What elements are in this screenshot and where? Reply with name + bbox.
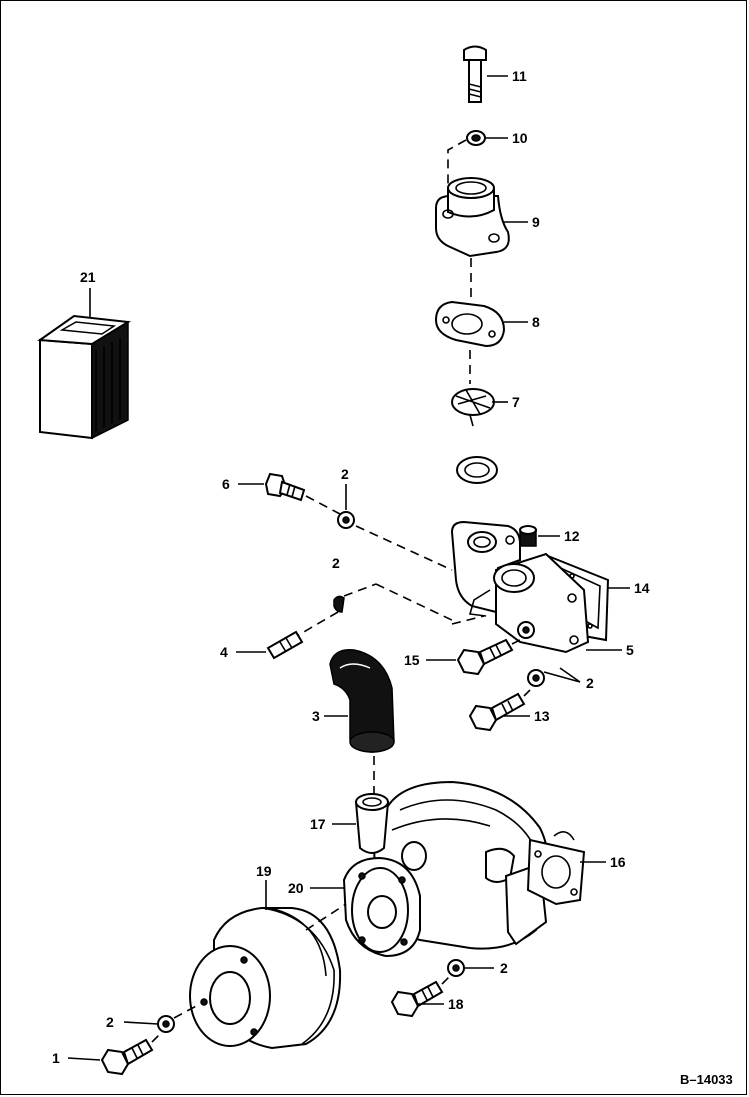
part-2-washer-pump xyxy=(447,959,465,977)
part-11-bolt xyxy=(463,45,487,103)
part-10-washer xyxy=(447,130,486,206)
callout-2-upper: 2 xyxy=(341,466,349,482)
part-16-gasket xyxy=(526,831,586,906)
leader-lines xyxy=(67,75,630,1061)
part-21-package xyxy=(37,314,132,440)
callout-2-middle: 2 xyxy=(332,555,340,571)
part-19-pulley xyxy=(189,903,347,1050)
callout-5: 5 xyxy=(626,642,634,658)
part-3-hose xyxy=(329,649,395,796)
callout-11: 11 xyxy=(512,68,527,84)
part-2-washer-upper xyxy=(337,511,453,571)
part-1-bolt xyxy=(100,1033,161,1076)
part-7-thermostat xyxy=(451,388,495,427)
seal-ring xyxy=(456,456,498,484)
callout-19: 19 xyxy=(256,863,272,879)
callout-6: 6 xyxy=(222,476,230,492)
part-18-bolt xyxy=(390,975,451,1018)
callout-2-outlet: 2 xyxy=(586,675,594,691)
callout-3: 3 xyxy=(312,708,320,724)
part-12-plug xyxy=(519,525,537,547)
callout-4: 4 xyxy=(220,644,228,660)
part-20-hub-flange xyxy=(342,856,421,958)
part-9-thermostat-housing xyxy=(435,177,510,258)
part-8-gasket xyxy=(434,300,506,348)
part-13-bolt xyxy=(468,689,531,732)
callout-16: 16 xyxy=(610,854,626,870)
thermostat-base-housing xyxy=(450,520,521,614)
part-15-bolt xyxy=(456,638,521,676)
part-2-washer-outlet-a xyxy=(517,621,535,639)
part-2-washer-middle xyxy=(289,583,377,641)
callout-15: 15 xyxy=(404,652,420,668)
part-2-washer-pulley xyxy=(157,1003,201,1033)
part-17-outlet-neck xyxy=(354,793,390,854)
callout-2-pulley: 2 xyxy=(106,1014,114,1030)
callout-1: 1 xyxy=(52,1050,60,1066)
callout-21: 21 xyxy=(80,269,96,285)
callout-10: 10 xyxy=(512,130,528,146)
callout-8: 8 xyxy=(532,314,540,330)
callout-18: 18 xyxy=(448,996,464,1012)
callout-12: 12 xyxy=(564,528,580,544)
callout-14: 14 xyxy=(634,580,650,596)
callout-9: 9 xyxy=(532,214,540,230)
callout-17: 17 xyxy=(310,816,326,832)
callout-13: 13 xyxy=(534,708,550,724)
callout-20: 20 xyxy=(288,880,304,896)
callout-2-pump: 2 xyxy=(500,960,508,976)
callout-7: 7 xyxy=(512,394,520,410)
figure-reference-code: B–14033 xyxy=(680,1072,733,1087)
part-4-stud xyxy=(266,630,304,660)
part-2-washer-outlet-b xyxy=(527,669,545,687)
part-6-bolt xyxy=(264,472,341,515)
